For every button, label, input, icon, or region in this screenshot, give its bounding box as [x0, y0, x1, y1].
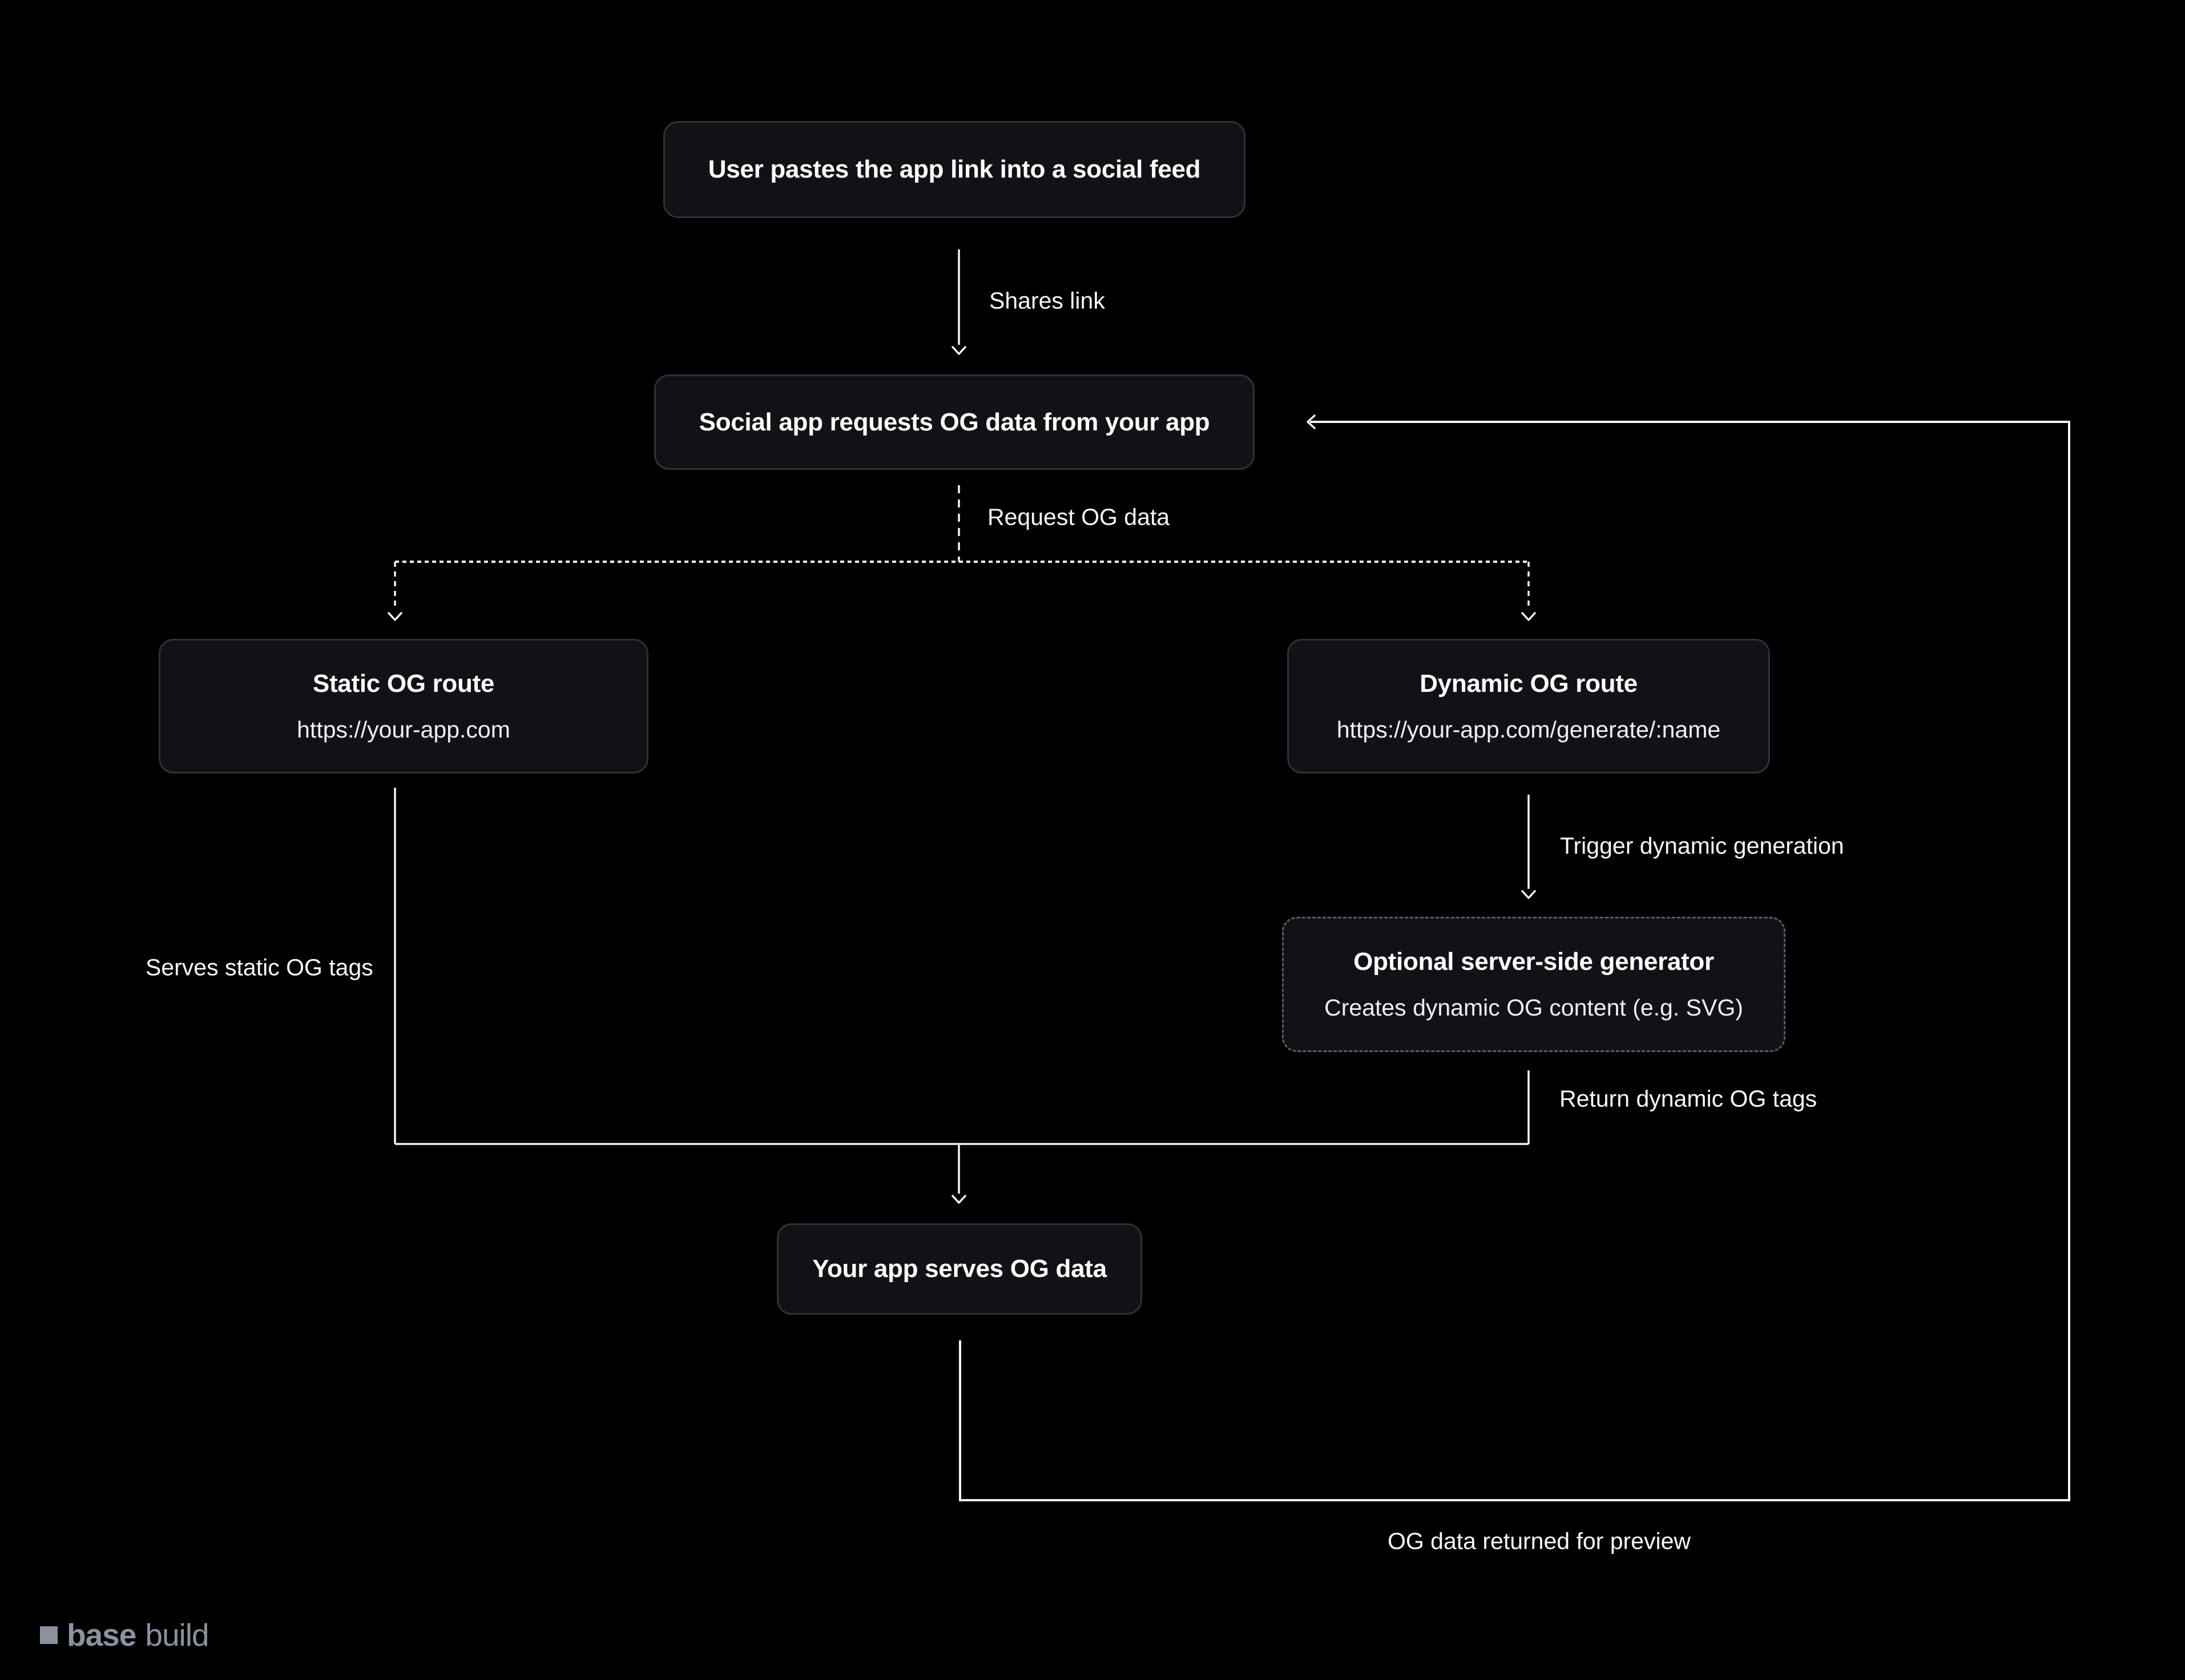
node-subtitle: https://your-app.com/generate/:name	[1336, 716, 1721, 743]
logo-text-light: build	[145, 1617, 209, 1653]
node-static-og-route: Static OG route https://your-app.com	[159, 639, 648, 773]
node-title: Social app requests OG data from your ap…	[699, 408, 1210, 436]
trigger-generation-arrowhead-icon	[1521, 890, 1536, 899]
node-user-pastes-link: User pastes the app link into a social f…	[663, 121, 1245, 218]
node-app-serves-og-data: Your app serves OG data	[777, 1223, 1142, 1315]
node-title: Your app serves OG data	[812, 1255, 1107, 1283]
edge-label-request-og-data: Request OG data	[987, 503, 1170, 530]
node-optional-generator: Optional server-side generator Creates d…	[1282, 917, 1785, 1052]
edge-label-trigger-dynamic: Trigger dynamic generation	[1560, 832, 1844, 859]
logo-text-bold: base	[67, 1617, 136, 1653]
node-subtitle: Creates dynamic OG content (e.g. SVG)	[1324, 994, 1743, 1021]
feedback-loop-line	[959, 421, 2070, 1501]
serve-arrowhead-icon	[952, 1195, 966, 1204]
edge-label-shares-link: Shares link	[989, 287, 1105, 314]
feedback-arrowhead-icon	[1307, 414, 1316, 429]
edge-label-og-returned: OG data returned for preview	[1388, 1528, 1691, 1554]
static-branch-arrowhead-icon	[388, 612, 402, 621]
edge-label-return-dynamic: Return dynamic OG tags	[1559, 1085, 1817, 1112]
node-dynamic-og-route: Dynamic OG route https://your-app.com/ge…	[1287, 639, 1770, 773]
node-subtitle: https://your-app.com	[297, 716, 510, 743]
dynamic-branch-arrowhead-icon	[1521, 612, 1536, 621]
node-title: Optional server-side generator	[1353, 948, 1714, 976]
node-title: Dynamic OG route	[1420, 669, 1638, 698]
node-title: User pastes the app link into a social f…	[708, 155, 1201, 183]
node-title: Static OG route	[312, 669, 495, 698]
node-social-app-request: Social app requests OG data from your ap…	[654, 374, 1255, 470]
logo-square-icon	[40, 1626, 58, 1644]
edge-label-serves-static: Serves static OG tags	[146, 954, 373, 981]
shares-link-arrowhead-icon	[952, 346, 966, 355]
